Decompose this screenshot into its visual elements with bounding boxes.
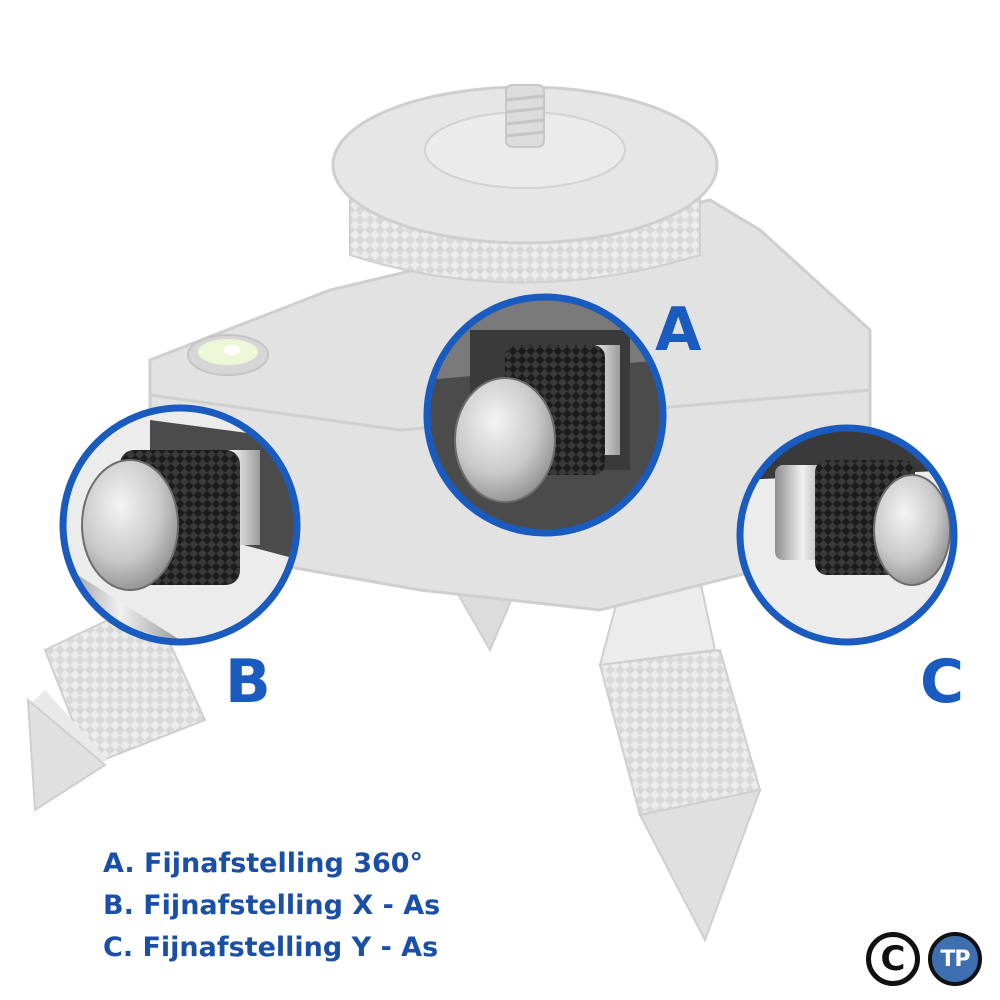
faded-product-body (26, 84, 872, 943)
detail-a-knob (429, 299, 661, 531)
callout-letter-a: A (655, 295, 702, 365)
callout-circle-b (59, 404, 301, 646)
callout-letter-c: C (920, 647, 965, 717)
bubble-level (187, 334, 269, 376)
callout-letter-b: B (225, 647, 271, 717)
legend-item-a: A. Fijnafstelling 360° (103, 848, 424, 879)
rotation-ring (331, 85, 719, 284)
detail-c-knob (742, 430, 952, 640)
callout-circle-c (736, 424, 958, 646)
brand-logo-tp: TP (928, 932, 982, 986)
mounting-screw (505, 84, 545, 148)
callout-circle-a (423, 293, 667, 537)
legend-item-b: B. Fijnafstelling X - As (103, 890, 441, 921)
legend-item-c: C. Fijnafstelling Y - As (103, 932, 439, 963)
copyright-icon: C (866, 932, 920, 986)
front-right-leg (598, 578, 762, 943)
feature-legend: A. Fijnafstelling 360° B. Fijnafstelling… (103, 843, 440, 969)
